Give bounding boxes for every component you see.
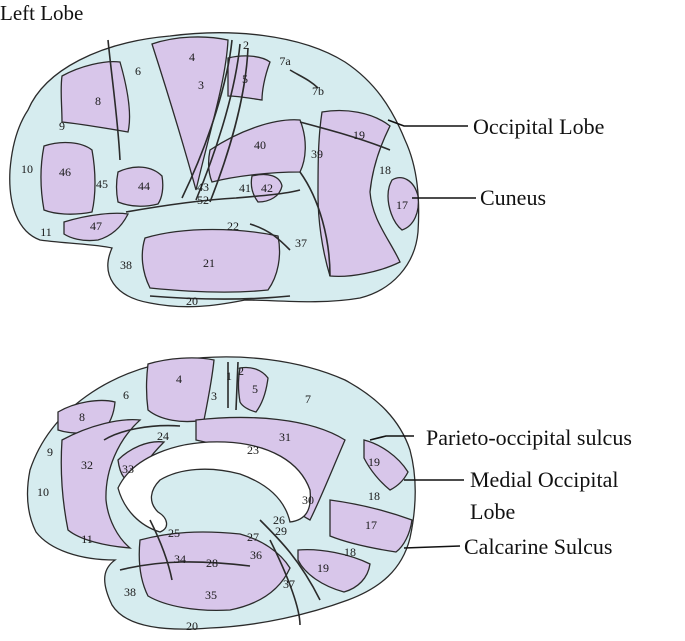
medial-area-label: 28 xyxy=(206,556,218,570)
lateral-area-label: 11 xyxy=(40,225,52,239)
lateral-area-label: 44 xyxy=(138,179,150,193)
medial-area-label: 36 xyxy=(250,548,262,562)
lateral-area-label: 38 xyxy=(120,258,132,272)
medial-occipital-label-line2: Lobe xyxy=(470,499,515,524)
medial-corpus-callosum xyxy=(117,441,312,533)
lateral-area-label: 39 xyxy=(311,147,323,161)
medial-area-label: 7 xyxy=(305,392,311,406)
medial-area-label: 20 xyxy=(186,619,198,633)
medial-area-4 xyxy=(145,357,215,423)
medial-area-label: 23 xyxy=(247,443,259,457)
medial-area-5 xyxy=(237,366,269,413)
medial-area-label: 11 xyxy=(81,532,93,546)
lateral-area-17 xyxy=(387,177,420,231)
lateral-area-label: 20 xyxy=(186,294,198,308)
medial-area-label: 10 xyxy=(37,485,49,499)
medial-area-label: 17 xyxy=(365,518,377,532)
lateral-area-label: 2 xyxy=(243,38,249,52)
lateral-area-4 xyxy=(151,36,229,191)
medial-area-label: 18 xyxy=(344,545,356,559)
lateral-area-label: 3 xyxy=(198,78,204,92)
lateral-area-label: 7b xyxy=(312,84,324,98)
lateral-area-label: 40 xyxy=(254,138,266,152)
medial-area-label: 24 xyxy=(157,429,169,443)
medial-area-label: 6 xyxy=(123,388,129,402)
lateral-area-label: 7a xyxy=(279,54,291,68)
figure-title: Left Lobe xyxy=(0,1,83,25)
lateral-area-21 xyxy=(141,228,281,293)
medial-area-19-lower xyxy=(297,548,371,593)
medial-area-label: 29 xyxy=(275,524,287,538)
medial-area-label: 37 xyxy=(283,577,295,591)
lateral-area-46 xyxy=(40,141,96,215)
lateral-area-label: 42 xyxy=(261,181,273,195)
lateral-area-label: 21 xyxy=(203,256,215,270)
lateral-area-label: 22 xyxy=(227,219,239,233)
medial-area-label: 25 xyxy=(168,526,180,540)
calcarine-sulcus-label: Calcarine Sulcus xyxy=(464,534,612,559)
medial-area-label: 30 xyxy=(302,493,314,507)
medial-area-label: 32 xyxy=(81,458,93,472)
parieto-occipital-leader xyxy=(369,435,414,441)
lateral-area-47 xyxy=(63,212,129,242)
lateral-area-label: 43 xyxy=(197,180,209,194)
medial-sulci xyxy=(103,361,321,626)
lateral-area-label: 9 xyxy=(59,119,65,133)
lateral-area-label: 4 xyxy=(189,50,195,64)
medial-area-label: 38 xyxy=(124,585,136,599)
lateral-sulci xyxy=(107,39,391,300)
lateral-area-label: 46 xyxy=(59,165,71,179)
parieto-occipital-label: Parieto-occipital sulcus xyxy=(426,425,632,450)
lateral-area-5 xyxy=(227,55,271,101)
medial-area-label: 27 xyxy=(247,530,259,544)
medial-area-label: 9 xyxy=(47,445,53,459)
medial-area-32 xyxy=(60,419,142,549)
medial-area-label: 1 xyxy=(226,369,232,383)
lateral-area-label: 19 xyxy=(353,128,365,142)
medial-area-label: 3 xyxy=(211,389,217,403)
medial-area-label: 2 xyxy=(238,364,244,378)
lateral-area-label: 52 xyxy=(197,193,209,207)
medial-area-label: 34 xyxy=(174,552,186,566)
medial-area-parahippocampal xyxy=(138,531,291,612)
medial-brain-view: 4 1 2 6 5 3 7 8 24 31 9 32 23 19 33 10 1… xyxy=(26,356,632,633)
medial-area-17 xyxy=(329,499,413,553)
lateral-area-label: 5 xyxy=(242,72,248,86)
lateral-central-sulcus xyxy=(181,39,249,203)
medial-area-label: 35 xyxy=(205,588,217,602)
lateral-area-label: 18 xyxy=(379,163,391,177)
lateral-brain-view: 4 2 6 7a 3 5 7b 8 9 40 19 39 10 46 45 44… xyxy=(9,32,604,308)
lateral-area-label: 8 xyxy=(95,94,101,108)
occipital-lobe-leader xyxy=(387,119,468,127)
lateral-area-label: 6 xyxy=(135,64,141,78)
lateral-area-44 xyxy=(115,166,164,207)
lateral-area-label: 37 xyxy=(295,236,307,250)
medial-area-label: 4 xyxy=(176,372,182,386)
cuneus-label: Cuneus xyxy=(480,185,546,210)
lateral-area-label: 17 xyxy=(396,198,408,212)
medial-area-label: 31 xyxy=(279,430,291,444)
lateral-area-label: 41 xyxy=(239,181,251,195)
lateral-area-19 xyxy=(317,109,401,278)
lateral-area-label: 47 xyxy=(90,219,102,233)
lateral-area-42 xyxy=(250,173,283,203)
lateral-area-label: 10 xyxy=(21,162,33,176)
medial-occipital-label-line1: Medial Occipital xyxy=(470,467,618,492)
lateral-sylvian-fissure xyxy=(125,189,301,213)
medial-area-label: 18 xyxy=(368,489,380,503)
medial-area-label: 26 xyxy=(273,513,285,527)
medial-area-label: 19 xyxy=(317,561,329,575)
lateral-area-label: 45 xyxy=(96,177,108,191)
medial-area-label: 33 xyxy=(122,462,134,476)
occipital-lobe-label: Occipital Lobe xyxy=(473,114,604,139)
medial-area-label: 19 xyxy=(368,455,380,469)
medial-area-label: 8 xyxy=(79,410,85,424)
calcarine-leader xyxy=(403,545,461,549)
medial-area-label: 5 xyxy=(252,382,258,396)
medial-area-19-upper xyxy=(363,439,409,491)
